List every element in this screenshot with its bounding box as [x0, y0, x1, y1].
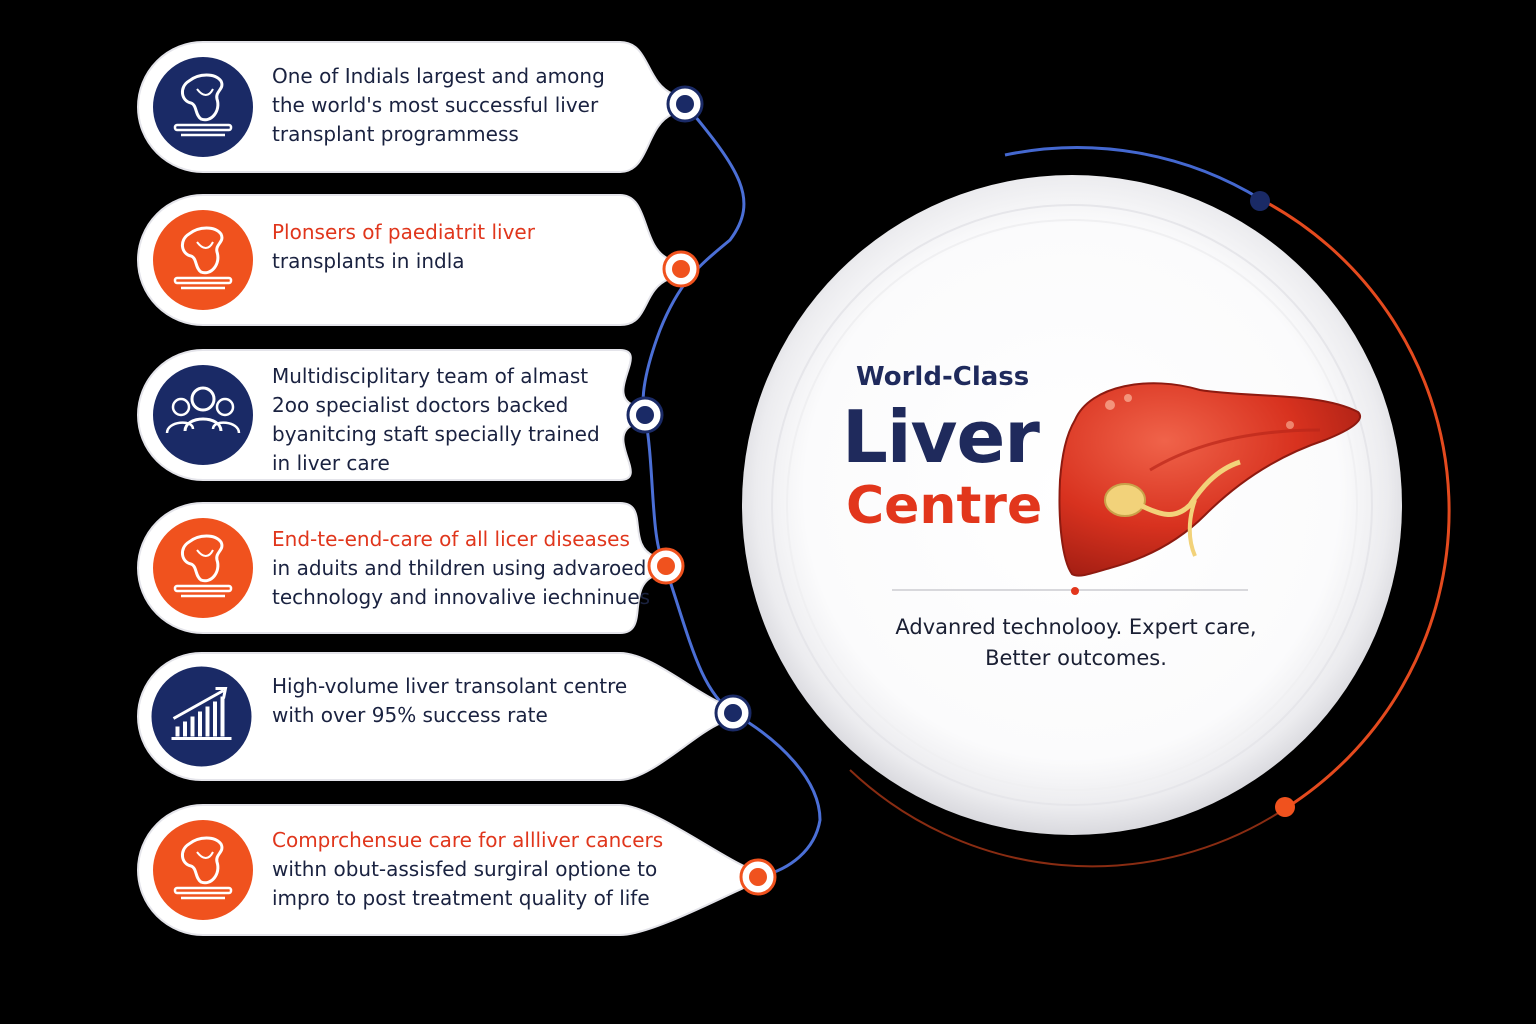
center-title-orange: Centre [846, 476, 1043, 536]
card-background [137, 349, 634, 481]
feature-card [137, 502, 685, 634]
tagline-line-2: Better outcomes. [985, 646, 1167, 670]
card-background [137, 502, 655, 634]
feature-highlight: Comprchensue care for allliver cancers [272, 828, 664, 852]
feature-line: with over 95% success rate [272, 703, 548, 727]
liver-illustration [1058, 382, 1361, 577]
orbit-dot-orange [1275, 797, 1295, 817]
doctors-team-icon [165, 386, 241, 434]
connector-node-core [749, 868, 767, 886]
liver-platter-icon [173, 73, 233, 137]
divider-dot [1071, 587, 1079, 595]
icon-badge [149, 206, 257, 314]
feature-line: transplant programmess [272, 122, 519, 146]
connector-node-core [724, 704, 742, 722]
feature-line: One of Indials largest and among [272, 64, 605, 88]
feature-line: byanitcing staft specially trained [272, 422, 600, 446]
connector-line [641, 103, 822, 879]
feature-line: Multidisciplitary team of almast [272, 364, 589, 388]
liver-platter-icon [173, 836, 233, 900]
feature-line: 2oo specialist doctors backed [272, 393, 569, 417]
card-background [137, 804, 747, 936]
feature-text: End-te-end-care of all licer diseases in … [272, 525, 650, 612]
feature-card [137, 349, 664, 481]
connector-node-core [636, 406, 654, 424]
feature-card [137, 194, 700, 326]
feature-highlight: End-te-end-care of all licer diseases [272, 527, 630, 551]
liver-platter-icon [173, 534, 233, 598]
card-background [137, 194, 670, 326]
liver-platter-icon [173, 226, 233, 290]
feature-line: the world's most successful liver [272, 93, 599, 117]
feature-text: One of Indials largest and among the worl… [272, 62, 605, 149]
feature-text: Plonsers of paediatrit liver transplants … [272, 218, 535, 276]
feature-text: Multidisciplitary team of almast 2oo spec… [272, 362, 600, 478]
orbit-arc-lower [849, 769, 1287, 868]
orbit-dot-navy [1250, 191, 1270, 211]
icon-badge [149, 53, 257, 161]
feature-line: technology and innovalive iechninues [272, 585, 651, 609]
orbit-arc-blue [1004, 146, 1263, 202]
feature-line: withn obut-assisfed surgiral optione to [272, 857, 658, 881]
feature-highlight: Plonsers of paediatrit liver [272, 220, 535, 244]
card-background [137, 41, 674, 173]
feature-line: in liver care [272, 451, 390, 475]
feature-line: transplants in indla [272, 249, 465, 273]
feature-card [137, 652, 752, 781]
feature-card [137, 804, 777, 936]
connector-node-core [676, 95, 694, 113]
connector-node-core [657, 557, 675, 575]
feature-text: High-volume liver transolant centre with … [272, 672, 627, 730]
feature-line: impro to post treatment quality of life [272, 886, 650, 910]
feature-line: in aduits and thildren using advaroed [272, 556, 647, 580]
feature-line: High-volume liver transolant centre [272, 674, 628, 698]
tagline-line-1: Advanred technolooy. Expert care, [895, 615, 1257, 639]
icon-badge [149, 514, 257, 622]
center-title-big: Liver [842, 395, 1040, 479]
orbit-rings [849, 146, 1451, 868]
orbit-arc-orange [1261, 198, 1451, 810]
icon-badge [149, 816, 257, 924]
feature-text: Comprchensue care for allliver cancers wi… [272, 826, 663, 913]
growth-chart-icon [171, 687, 232, 740]
tagline: Advanred technolooy. Expert care, Better… [880, 612, 1272, 674]
connector-node-core [672, 260, 690, 278]
icon-badge [149, 361, 257, 469]
card-background [137, 652, 722, 781]
center-title-small: World-Class [856, 362, 1030, 392]
feature-card [137, 41, 704, 173]
